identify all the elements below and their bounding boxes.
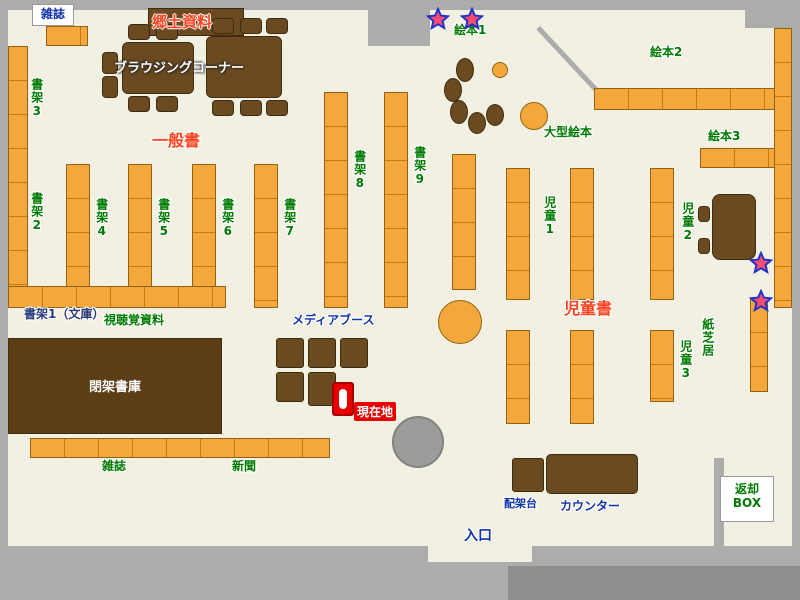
bottom-dark-wall <box>508 566 800 600</box>
current-location-label: 現在地 <box>354 402 397 421</box>
childrens-books-label: 児童書 <box>564 299 613 318</box>
shelf-7-label: 書架7 <box>282 198 297 239</box>
closed-stacks-label: 閉架書庫 <box>88 380 141 395</box>
shelf-center <box>452 154 476 290</box>
return-box-label: 返却BOX <box>732 482 762 510</box>
pillar-circle <box>392 416 444 468</box>
children-shelf-3c <box>650 330 674 402</box>
entrance-label: 入口 <box>464 528 492 544</box>
media-booth-seat <box>276 372 304 402</box>
chair <box>698 238 710 254</box>
star-icon <box>459 6 485 31</box>
return-box: 返却BOX <box>720 476 774 522</box>
browsing-table-1 <box>122 42 194 94</box>
picture-books-3-shelf <box>700 148 776 168</box>
shelf-topleft-small <box>46 26 88 46</box>
shelf-4-label: 書架4 <box>94 198 109 239</box>
magazines-bottom-label: 雑誌 <box>102 459 127 473</box>
chair <box>156 24 178 40</box>
shelf-7 <box>254 164 278 308</box>
children-shelf-1a <box>506 168 530 300</box>
local-materials-label: 郷土資料 <box>152 13 213 31</box>
shelf-2-label: 書架2 <box>29 192 44 233</box>
wall-shelf-right <box>774 28 792 308</box>
picture-books-2-shelf <box>594 88 776 110</box>
children-3-label: 児童3 <box>678 340 693 381</box>
reading-circle-seat <box>450 100 468 124</box>
chair <box>128 96 150 112</box>
current-location-marker-inner <box>339 389 347 409</box>
kamishibai-label: 紙芝居 <box>700 318 715 357</box>
picture-books-2-label: 絵本2 <box>650 45 683 59</box>
chair <box>266 18 288 34</box>
magazines-top-box: 雑誌 <box>32 4 74 26</box>
chair <box>212 100 234 116</box>
reading-circle-seat <box>456 58 474 82</box>
reading-circle-seat <box>486 104 504 126</box>
reading-circle-seat <box>468 112 486 134</box>
children-1-label: 児童1 <box>542 196 557 237</box>
entrance-gap <box>428 546 532 562</box>
star-icon <box>748 288 774 313</box>
shelf-3-label: 書架3 <box>29 78 44 119</box>
shelf-8-label: 書架8 <box>352 150 367 191</box>
shelf-1-bunko-label: 書架1（文庫） <box>24 307 105 321</box>
shelving-stand-label: 配架台 <box>504 497 537 510</box>
shelf-5 <box>128 164 152 308</box>
wall-shelf-left <box>8 46 28 308</box>
chair <box>240 18 262 34</box>
bottom-magazine-news-shelf <box>30 438 330 458</box>
children-table <box>712 194 756 260</box>
chair <box>102 52 118 74</box>
newspapers-label: 新聞 <box>232 459 257 473</box>
counter-desk <box>546 454 638 494</box>
magazines-top-label: 雑誌 <box>40 7 65 21</box>
children-2-label: 児童2 <box>680 202 695 243</box>
chair <box>156 96 178 112</box>
browsing-table-2 <box>206 36 282 98</box>
media-booth-seat <box>276 338 304 368</box>
shelf-6 <box>192 164 216 308</box>
top-pillar-wall <box>368 0 430 46</box>
shelf-1-bunko-av-shelf <box>8 286 226 308</box>
general-books-label: 一般書 <box>152 131 201 150</box>
children-shelf-1b <box>570 168 594 300</box>
reading-circle-stand <box>492 62 508 78</box>
shelf-9 <box>384 92 408 308</box>
return-box-wall <box>714 458 724 546</box>
audiovisual-label: 視聴覚資料 <box>104 313 165 327</box>
shelf-6-label: 書架6 <box>220 198 235 239</box>
media-booth-seat <box>308 338 336 368</box>
large-picture-books-label: 大型絵本 <box>544 125 593 139</box>
media-booth-label: メディアブース <box>292 313 375 327</box>
children-shelf-2 <box>650 168 674 300</box>
star-icon <box>748 250 774 275</box>
chair <box>240 100 262 116</box>
closed-stacks-room: 閉架書庫 <box>8 338 222 434</box>
chair <box>212 18 234 34</box>
media-booth-seat <box>340 338 368 368</box>
browsing-corner-label: ブラウジングコーナー <box>114 61 245 76</box>
children-shelf-3a <box>506 330 530 424</box>
shelf-9-label: 書架9 <box>412 146 427 187</box>
current-location-marker <box>332 382 354 416</box>
picture-books-3-label: 絵本3 <box>708 129 741 143</box>
shelving-stand-desk <box>512 458 544 492</box>
large-picture-books-stand <box>520 102 548 130</box>
top-right-corner-wall <box>745 10 792 28</box>
shelf-8 <box>324 92 348 308</box>
chair <box>698 206 710 222</box>
counter-label: カウンター <box>560 499 621 513</box>
shelf-4 <box>66 164 90 308</box>
shelf-5-label: 書架5 <box>156 198 171 239</box>
chair <box>102 76 118 98</box>
reading-circle-seat <box>444 78 462 102</box>
chair <box>128 24 150 40</box>
chair <box>266 100 288 116</box>
children-shelf-3b <box>570 330 594 424</box>
star-icon <box>425 6 451 31</box>
round-table <box>438 300 482 344</box>
